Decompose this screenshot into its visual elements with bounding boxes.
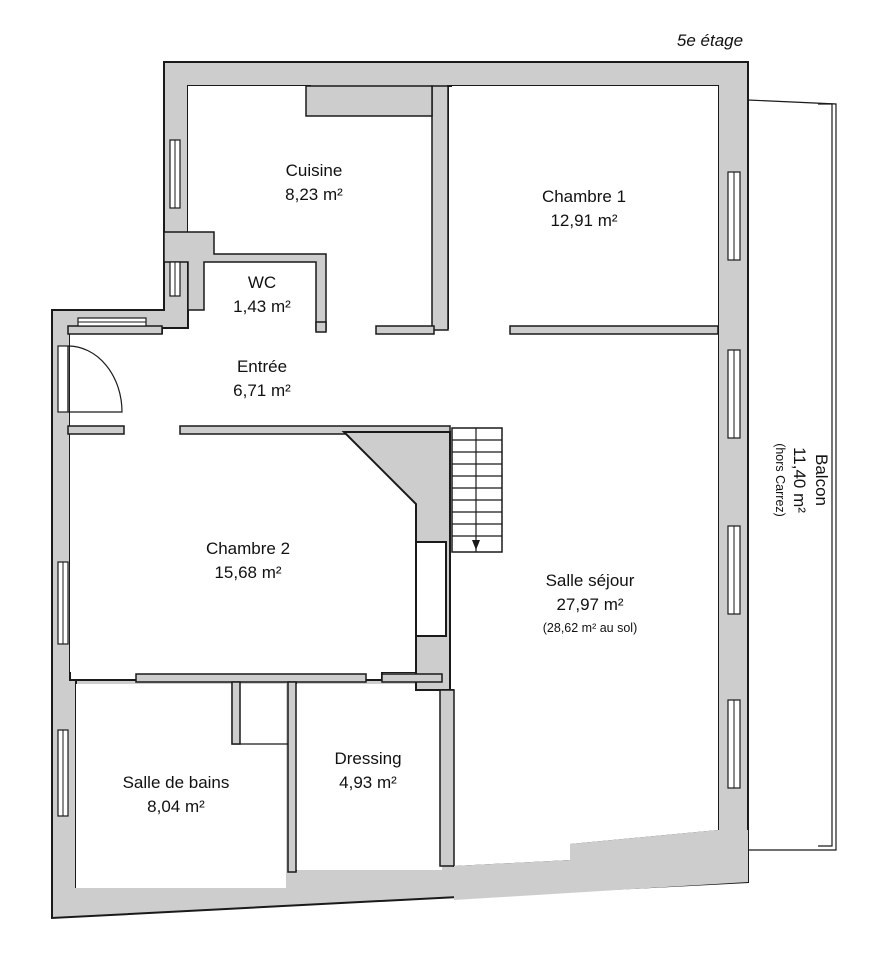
label-balcon-name: Balcon [812,454,831,506]
label-dressing-name: Dressing [334,749,401,768]
room-bains [76,684,286,888]
label-chambre2-name: Chambre 2 [206,539,290,558]
label-sejour-note: (28,62 m² au sol) [543,621,637,635]
floor-label: 5e étage [677,31,743,50]
staircase [451,427,503,553]
label-bains-name: Salle de bains [123,773,230,792]
balcony-label: Balcon 11,40 m² (hors Carrez) [773,443,831,517]
room-cuisine [188,86,432,328]
label-sejour-name: Salle séjour [546,571,635,590]
label-entree-name: Entrée [237,357,287,376]
wall-cuisine-chambre1 [431,85,449,331]
windows-right [727,171,741,789]
wall-bath-dressing [287,681,297,873]
wall-corridor-top-2 [509,325,719,335]
label-balcon-area: 11,40 m² [790,447,809,513]
wall-corridor-top-1 [375,325,435,335]
wall-chambre2-bottom-2 [381,673,443,683]
label-dressing-area: 4,93 m² [339,773,397,792]
label-entree-area: 6,71 m² [233,381,291,400]
balcony [747,99,837,851]
room-chambre1 [452,86,718,328]
cupboard [415,541,447,637]
label-bains-area: 8,04 m² [147,797,205,816]
label-chambre1-name: Chambre 1 [542,187,626,206]
label-balcon-note: (hors Carrez) [773,443,787,517]
wall-chambre2-bottom-1 [135,673,367,683]
label-cuisine-name: Cuisine [286,161,343,180]
room-wc [204,270,316,328]
label-chambre2-area: 15,68 m² [214,563,281,582]
wall-corridor-top-3 [67,325,163,335]
wall-corridor-bottom-1 [67,425,125,435]
wall-cuisine-wc [163,231,327,331]
label-sejour-area: 27,97 m² [556,595,623,614]
label-wc-area: 1,43 m² [233,297,291,316]
room-sejour [454,334,718,866]
wall-wc-stub [315,321,327,333]
windows-left [57,139,181,817]
label-wc-name: WC [248,273,276,292]
label-chambre1-area: 12,91 m² [550,211,617,230]
wall-sejour-step [454,830,748,900]
room-dressing [296,684,442,870]
wall-sejour-divider [439,689,455,867]
wall-cuisine-notch [305,85,433,117]
window-top [77,317,147,327]
room-chambre2 [70,432,416,672]
stair-arrow-icon [472,540,480,550]
shaft-wall [231,681,241,745]
entry-door [57,345,123,413]
label-cuisine-area: 8,23 m² [285,185,343,204]
wall-corridor-bottom-2 [179,425,451,435]
